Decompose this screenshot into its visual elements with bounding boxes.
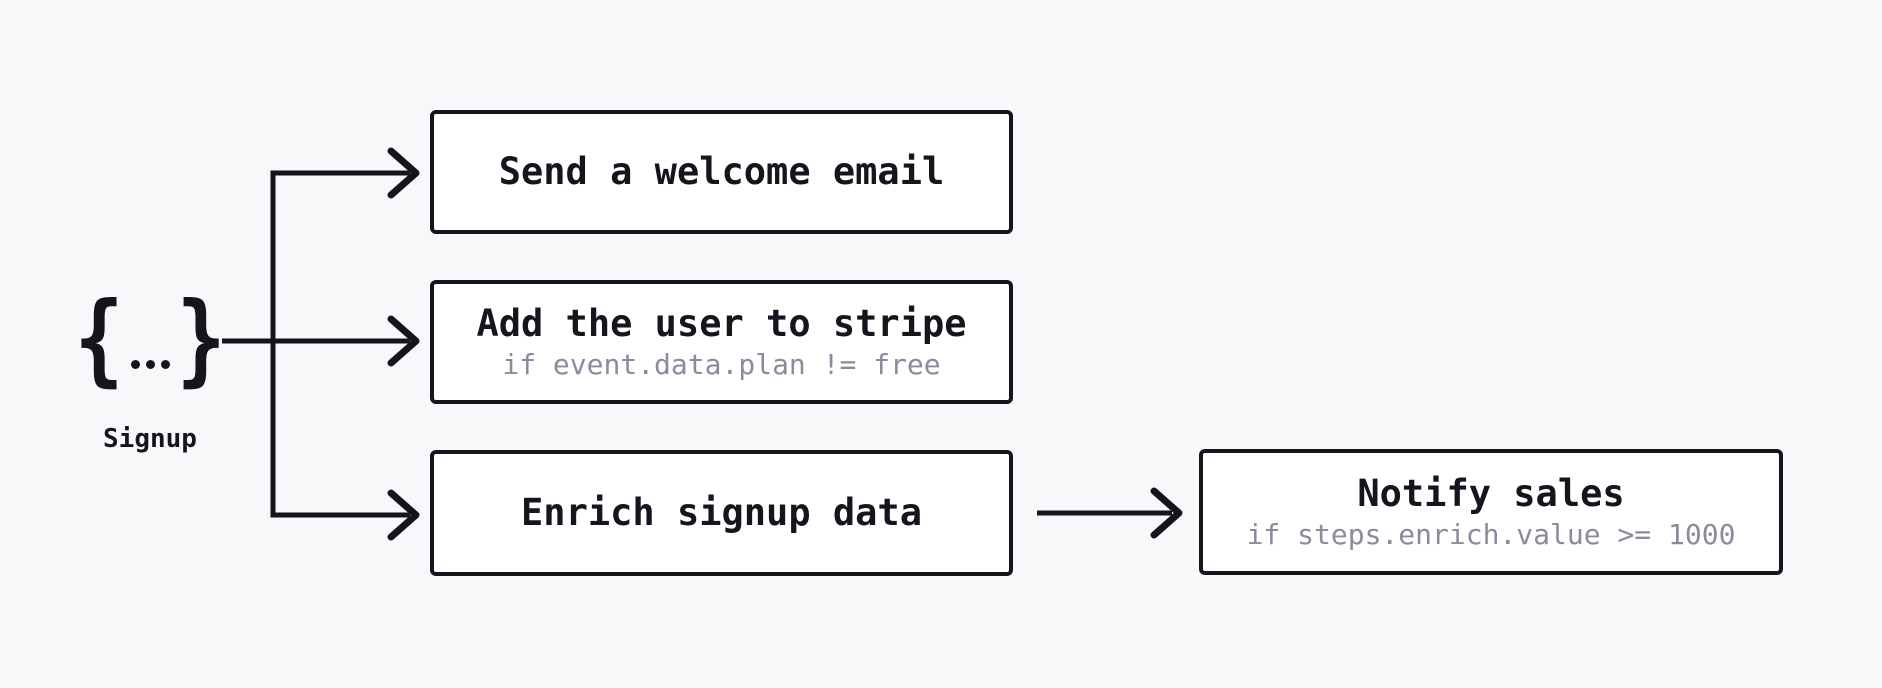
event-label: Signup <box>103 424 197 454</box>
arrowhead-to-enrich-icon <box>387 489 420 541</box>
step-title: Enrich signup data <box>521 490 922 534</box>
event-source: { } Signup <box>75 289 226 454</box>
brace-right-glyph: } <box>175 280 226 397</box>
ellipsis-dots-icon <box>130 359 170 369</box>
step-title: Send a welcome email <box>498 149 945 193</box>
step-node-enrich-signup-data: Enrich signup data <box>430 450 1013 576</box>
step-condition: if steps.enrich.value >= 1000 <box>1246 517 1736 551</box>
brace-left-glyph: { <box>74 280 125 397</box>
step-node-notify-sales: Notify sales if steps.enrich.value >= 10… <box>1199 449 1783 575</box>
step-title: Notify sales <box>1357 472 1625 516</box>
step-condition: if event.data.plan != free <box>502 347 941 381</box>
arrowhead-to-stripe-icon <box>387 315 420 367</box>
branch-line <box>270 170 410 518</box>
arrowhead-to-welcome-icon <box>387 147 420 199</box>
step-title: Add the user to stripe <box>476 302 967 346</box>
arrowhead-to-notify-icon <box>1150 487 1183 539</box>
json-braces-icon: { } <box>69 280 230 397</box>
step-node-send-welcome-email: Send a welcome email <box>430 110 1013 234</box>
step-node-add-user-to-stripe: Add the user to stripe if event.data.pla… <box>430 280 1013 404</box>
